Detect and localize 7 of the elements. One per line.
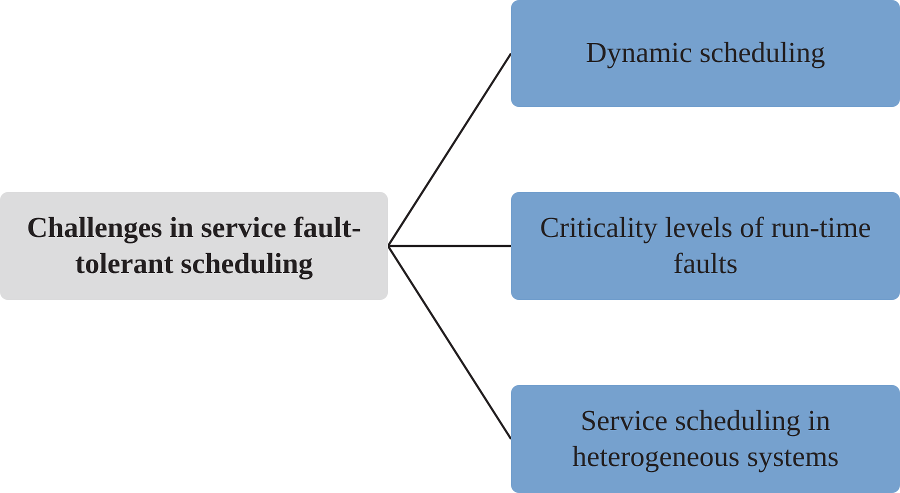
challenge-box: Service scheduling in heterogeneous systems xyxy=(511,385,900,493)
topic-box: Challenges in service fault-tolerant scheduling xyxy=(0,192,388,300)
connector-line xyxy=(387,52,512,247)
connector-line xyxy=(387,245,512,440)
challenge-box: Dynamic scheduling xyxy=(511,0,900,107)
challenge-box: Criticality levels of run-time faults xyxy=(511,192,900,300)
connector-line xyxy=(388,244,511,248)
